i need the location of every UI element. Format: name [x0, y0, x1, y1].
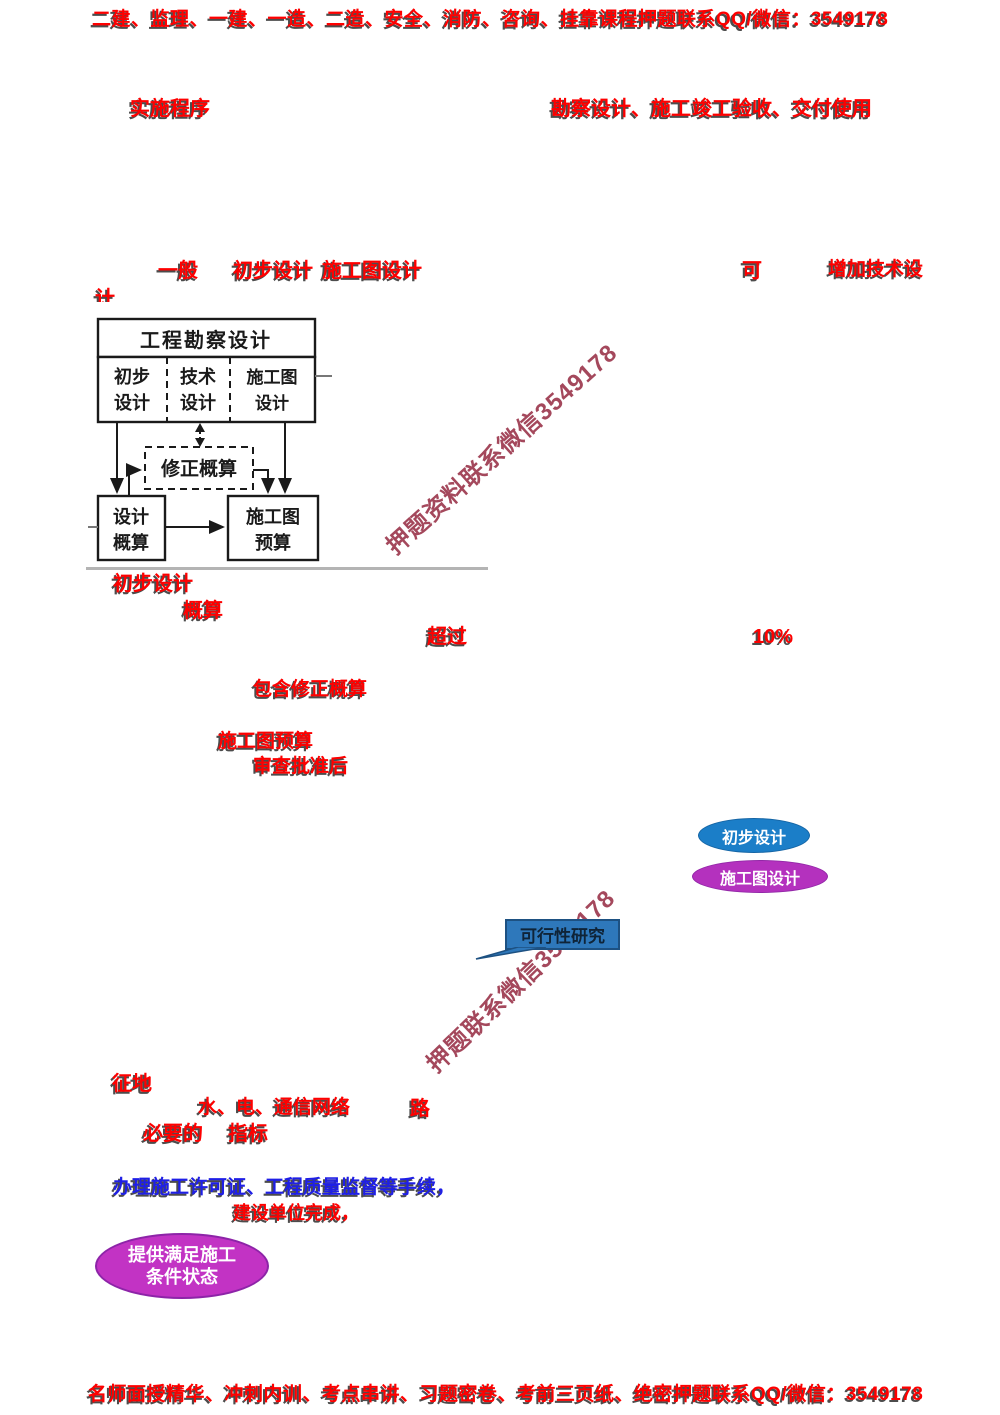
- diagonal-watermark-lower: 押题联系微信3549178: [421, 884, 621, 1079]
- cell-technical-l2: 设计: [180, 392, 216, 413]
- cell-cd-l2: 设计: [255, 393, 289, 413]
- note-impl-procedure: 实施程序: [130, 98, 210, 120]
- arrow-double-up: [195, 423, 205, 432]
- note-exceed: 超过: [427, 626, 467, 648]
- note-prelim-design-2: 初步设计: [113, 573, 193, 595]
- elbow-estimate-to-revised: [126, 463, 142, 496]
- note-necessary: 必要的: [143, 1123, 203, 1145]
- ellipse-cd-design-label: 施工图设计: [719, 870, 800, 888]
- revised-estimate-label: 修正概算: [160, 457, 237, 480]
- note-cd-design: 施工图设计: [322, 260, 422, 282]
- callout-feasibility-label: 可行性研究: [520, 927, 605, 946]
- note-generally: 一般: [158, 260, 198, 282]
- box-cd-budget: [226, 494, 320, 562]
- note-preliminary-design: 初步设计: [233, 260, 313, 282]
- callout-tail: [475, 947, 547, 960]
- ellipse-preliminary-design-label: 初步设计: [721, 829, 786, 847]
- design-estimate-l1: 设计: [113, 506, 149, 527]
- callout-feasibility-study: 可行性研究: [505, 919, 620, 950]
- note-estimate: 概算: [183, 600, 223, 622]
- note-cd-budget: 施工图预算: [218, 731, 314, 752]
- note-may: 可: [742, 260, 762, 282]
- flowchart-title: 工程勘察设计: [140, 328, 272, 352]
- note-land: 征地: [112, 1073, 152, 1095]
- cell-preliminary-l2: 设计: [114, 392, 150, 413]
- ellipse-ready-for-construction: 提供满足施工 条件状态: [95, 1233, 269, 1299]
- ellipse-ready-line2: 条件状态: [146, 1267, 218, 1287]
- elbow-revised-to-budget: [253, 469, 275, 494]
- cell-preliminary-l1: 初步: [114, 366, 150, 387]
- cd-budget-l2: 预算: [255, 532, 291, 553]
- note-after-approval: 审查批准后: [253, 756, 349, 777]
- note-permit-procedures: 办理施工许可证、工程质量监督等手续，: [113, 1177, 456, 1198]
- note-by-owner: 建设单位完成，: [233, 1203, 359, 1223]
- ellipse-cd-design: 施工图设计: [692, 860, 828, 893]
- bottom-ad-text: 名师面授精华、冲刺内训、考点串讲、习题密卷、考前三页纸、绝密押题联系QQ/微信：…: [88, 1384, 924, 1405]
- design-estimate-l2: 概算: [113, 532, 149, 553]
- ellipse-ready-line1: 提供满足施工: [128, 1244, 236, 1265]
- cd-budget-l1: 施工图: [246, 506, 300, 527]
- box-design-row: [96, 355, 317, 424]
- arrow-double-down: [195, 438, 205, 447]
- flowchart-svg: 工程勘察设计 初步 设计 技术 设计 施工图 设计 修正概算 设计 概算 施工图: [88, 317, 332, 562]
- note-incl-revised: 包含修正概算: [253, 679, 368, 700]
- ellipse-preliminary-design: 初步设计: [698, 818, 810, 853]
- survey-design-flowchart-image: 工程勘察设计 初步 设计 技术 设计 施工图 设计 修正概算 设计 概算 施工图: [86, 302, 488, 570]
- cell-cd-l1: 施工图: [247, 367, 298, 387]
- box-revised-estimate: [144, 446, 254, 490]
- note-percent-10: 10%: [753, 626, 794, 648]
- note-road: 路: [410, 1098, 430, 1120]
- box-title: [96, 317, 317, 359]
- ellipse-ready-label: 提供满足施工 条件状态: [128, 1244, 236, 1289]
- top-ad-text: 二建、监理、一建、一造、二造、安全、消防、咨询、挂靠课程押题联系QQ/微信：35…: [92, 9, 889, 30]
- callout-tail-shape: [475, 947, 547, 960]
- note-add-technical-design: 增加技术设: [828, 259, 924, 280]
- note-stages-end: 竣工验收、交付使用: [692, 98, 872, 120]
- cell-technical-l1: 技术: [180, 366, 216, 387]
- note-stages-mid: 勘察设计、施工: [551, 98, 691, 120]
- note-utilities: 水、电、通信网络: [198, 1097, 351, 1118]
- note-quota: 指标: [228, 1123, 268, 1145]
